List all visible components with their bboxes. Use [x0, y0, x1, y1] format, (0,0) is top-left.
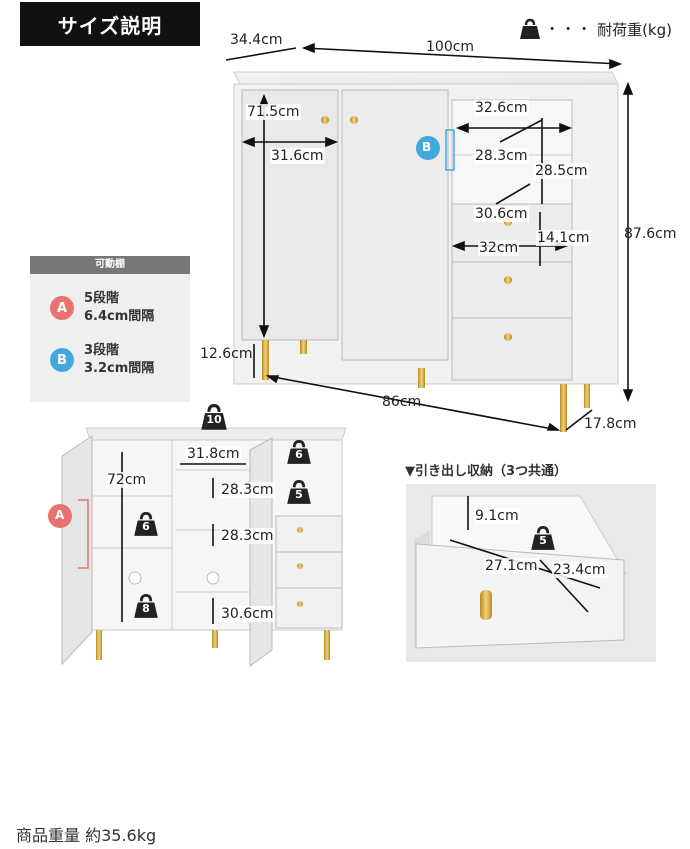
- weight-icon: 8: [133, 592, 159, 620]
- dim-drawer-inner-width: 27.1cm: [484, 558, 539, 574]
- movable-a-steps: 5段階: [84, 291, 120, 306]
- door-knob-left: [321, 116, 329, 124]
- weight-icon: 5: [286, 478, 312, 506]
- movable-shelf-panel: 可動棚 A 5段階 6.4cm間隔 B 3段階 3.2cm間隔: [30, 256, 190, 402]
- legend-dots: ・・・: [545, 22, 594, 38]
- product-weight: 商品重量 約35.6kg: [16, 826, 157, 845]
- movable-a-interval: 6.4cm間隔: [84, 309, 155, 324]
- dim-open-height-top: 28.3cm: [220, 482, 275, 498]
- dim-open-height-bottom: 30.6cm: [220, 606, 275, 622]
- movable-item-a: A 5段階 6.4cm間隔: [50, 290, 190, 326]
- left-door: [241, 89, 339, 341]
- door-knob-right: [350, 116, 358, 124]
- load-drawer: 5: [539, 534, 547, 547]
- dim-leg-span: 86cm: [382, 394, 422, 410]
- legend-label: 耐荷重(kg): [597, 20, 672, 39]
- page-title: サイズ説明: [20, 2, 200, 46]
- dim-width: 100cm: [426, 39, 475, 55]
- badge-a-open: A: [55, 508, 65, 522]
- weight-icon: 6: [133, 510, 159, 538]
- movable-item-b: B 3段階 3.2cm間隔: [50, 342, 190, 378]
- leg: [418, 368, 425, 388]
- badge-b-label: B: [422, 140, 432, 154]
- badge-b: B: [50, 348, 74, 372]
- dim-shelf-height: 28.5cm: [534, 163, 589, 179]
- dim-open-width: 31.8cm: [186, 446, 241, 462]
- leg: [584, 384, 590, 408]
- weight-icon: 6: [286, 438, 312, 466]
- leg: [262, 340, 269, 380]
- dim-drawer-inner-height: 9.1cm: [474, 508, 520, 524]
- weight-icon: [520, 18, 541, 39]
- dim-shelf-width: 32.6cm: [474, 100, 529, 116]
- dim-leg-depth: 17.8cm: [584, 416, 637, 432]
- dim-leg-height: 12.6cm: [200, 346, 253, 362]
- right-door: [341, 89, 449, 361]
- load-top: 10: [206, 413, 222, 426]
- weight-icon: 5: [530, 524, 556, 552]
- leg: [560, 384, 567, 432]
- weight-legend: ・・・ 耐荷重(kg): [519, 18, 672, 40]
- load-right-top: 6: [295, 448, 303, 461]
- dim-shelf-depth: 28.3cm: [474, 148, 529, 164]
- load-right-mid: 5: [295, 488, 303, 501]
- dim-open-height-mid: 28.3cm: [220, 528, 275, 544]
- dim-drawer-height: 14.1cm: [536, 230, 591, 246]
- dim-depth: 34.4cm: [230, 32, 283, 48]
- movable-b-interval: 3.2cm間隔: [84, 361, 155, 376]
- leg: [300, 340, 307, 354]
- movable-shelf-title: 可動棚: [30, 256, 190, 274]
- load-left-mid: 6: [142, 520, 150, 533]
- drawer-view-title: ▼引き出し収納（3つ共通）: [405, 464, 568, 479]
- dim-door-inner-width: 31.6cm: [270, 148, 325, 164]
- dim-height: 87.6cm: [624, 226, 677, 242]
- dim-open-height-left: 72cm: [106, 472, 148, 488]
- dim-drawer-depth: 30.6cm: [474, 206, 529, 222]
- dim-drawer-width: 32cm: [478, 240, 520, 256]
- dim-inner-height: 71.5cm: [246, 104, 301, 120]
- weight-icon: 10: [200, 402, 228, 432]
- load-bottom-left: 8: [142, 602, 150, 615]
- drawer-3: [451, 317, 573, 381]
- movable-b-steps: 3段階: [84, 343, 120, 358]
- badge-a: A: [50, 296, 74, 320]
- dim-drawer-inner-depth: 23.4cm: [552, 562, 607, 578]
